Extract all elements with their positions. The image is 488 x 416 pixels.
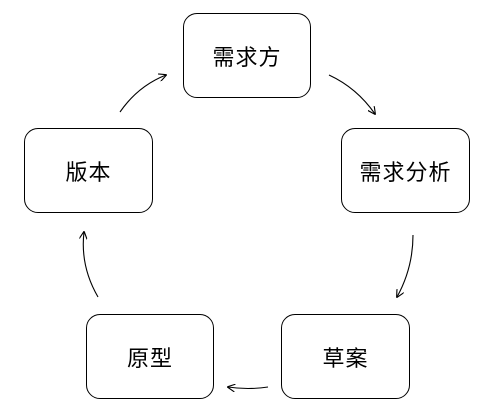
node-draft: 草案 [281, 314, 410, 399]
node-label: 需求方 [212, 45, 282, 71]
node-label: 原型 [126, 346, 173, 372]
arrow-n4-to-n5 [83, 232, 99, 298]
node-prototype: 原型 [86, 314, 214, 399]
node-label: 草案 [322, 346, 369, 372]
arrow-n5-to-n1 [119, 75, 166, 113]
node-demand-side: 需求方 [183, 13, 311, 98]
arrow-n2-to-n3 [397, 234, 414, 297]
node-label: 版本 [65, 160, 112, 186]
node-label: 需求分析 [359, 160, 452, 186]
arrow-n1-to-n2 [328, 74, 375, 114]
node-requirements-analysis: 需求分析 [341, 128, 470, 213]
arrow-n3-to-n4 [228, 387, 269, 389]
node-version: 版本 [24, 128, 153, 213]
